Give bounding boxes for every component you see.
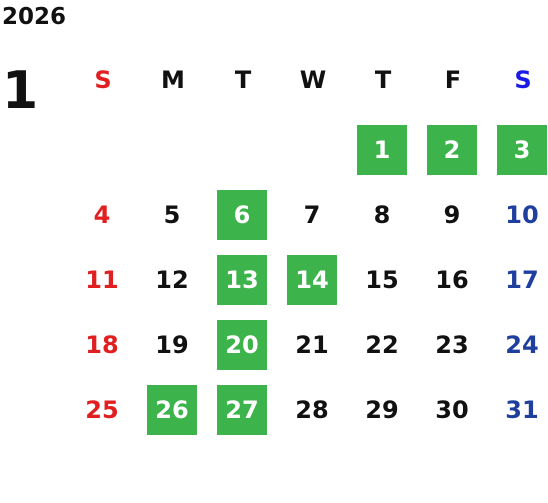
weekday-header: S [514,66,532,94]
calendar-cell: 12 [138,255,208,320]
calendar-cell: 17 [488,255,548,320]
calendar-cell: 1 [348,125,418,190]
weekday-header: W [299,66,327,94]
calendar-cell: 9 [418,190,488,255]
day-marked[interactable]: 26 [147,385,197,435]
calendar-cell [278,125,348,190]
day-marked[interactable]: 14 [287,255,337,305]
calendar-cell: 27 [208,385,278,450]
calendar-cell: 23 [418,320,488,385]
weekday-header: T [234,66,252,94]
calendar-cell: 15 [348,255,418,320]
calendar-cell: 31 [488,385,548,450]
day-number[interactable]: 22 [365,331,399,359]
day-number[interactable]: 18 [85,331,119,359]
day-marked[interactable]: 27 [217,385,267,435]
calendar-week-row: 4 5 6 7 8 9 10 [68,190,548,255]
calendar-cell: 25 [68,385,138,450]
day-number[interactable]: 21 [295,331,329,359]
day-marked[interactable]: 1 [357,125,407,175]
calendar-cell: 18 [68,320,138,385]
calendar-cell: 13 [208,255,278,320]
calendar-cell: 29 [348,385,418,450]
calendar-cell: 7 [278,190,348,255]
calendar-cell: 30 [418,385,488,450]
day-number[interactable]: 11 [85,266,119,294]
day-number[interactable]: 31 [505,396,539,424]
day-number[interactable]: 29 [365,396,399,424]
day-marked[interactable]: 2 [427,125,477,175]
calendar-cell: 21 [278,320,348,385]
calendar-cell: 4 [68,190,138,255]
day-marked[interactable]: 20 [217,320,267,370]
calendar-cell: 10 [488,190,548,255]
day-number[interactable]: 19 [155,331,189,359]
weekday-header: F [444,66,462,94]
day-number[interactable]: 25 [85,396,119,424]
calendar-cell: 11 [68,255,138,320]
weekday-header: S [94,66,112,94]
day-number[interactable]: 30 [435,396,469,424]
calendar-cell: 2 [418,125,488,190]
month-label: 1 [2,61,39,121]
calendar-cell: 5 [138,190,208,255]
day-number[interactable]: 9 [443,201,461,229]
calendar-cell: 3 [488,125,548,190]
calendar-cell: 24 [488,320,548,385]
calendar-cell: 16 [418,255,488,320]
day-number[interactable]: 16 [435,266,469,294]
calendar-cell [68,125,138,190]
calendar-cell [208,125,278,190]
day-number[interactable]: 15 [365,266,399,294]
day-marked[interactable]: 3 [497,125,547,175]
year-label: 2026 [2,4,67,30]
calendar-cell: 26 [138,385,208,450]
day-number[interactable]: 4 [93,201,111,229]
weekday-header: T [374,66,392,94]
day-number[interactable]: 17 [505,266,539,294]
calendar-cell: 28 [278,385,348,450]
day-number[interactable]: 28 [295,396,329,424]
calendar-cell: 8 [348,190,418,255]
day-number[interactable]: 12 [155,266,189,294]
day-number[interactable]: 7 [303,201,321,229]
calendar-cell: 20 [208,320,278,385]
calendar-week-row: 25 26 27 28 29 30 31 [68,385,548,450]
calendar-cell: 22 [348,320,418,385]
day-number[interactable]: 23 [435,331,469,359]
day-number[interactable]: 5 [163,201,181,229]
day-number[interactable]: 8 [373,201,391,229]
day-marked[interactable]: 6 [217,190,267,240]
calendar-cell: 19 [138,320,208,385]
calendar-cell [138,125,208,190]
day-marked[interactable]: 13 [217,255,267,305]
calendar-week-row: 11 12 13 14 15 16 17 [68,255,548,320]
day-number[interactable]: 24 [505,331,539,359]
day-number[interactable]: 10 [505,201,539,229]
calendar-cell: 6 [208,190,278,255]
calendar-week-row: 18 19 20 21 22 23 24 [68,320,548,385]
weekday-header: M [161,66,185,94]
calendar-cell: 14 [278,255,348,320]
